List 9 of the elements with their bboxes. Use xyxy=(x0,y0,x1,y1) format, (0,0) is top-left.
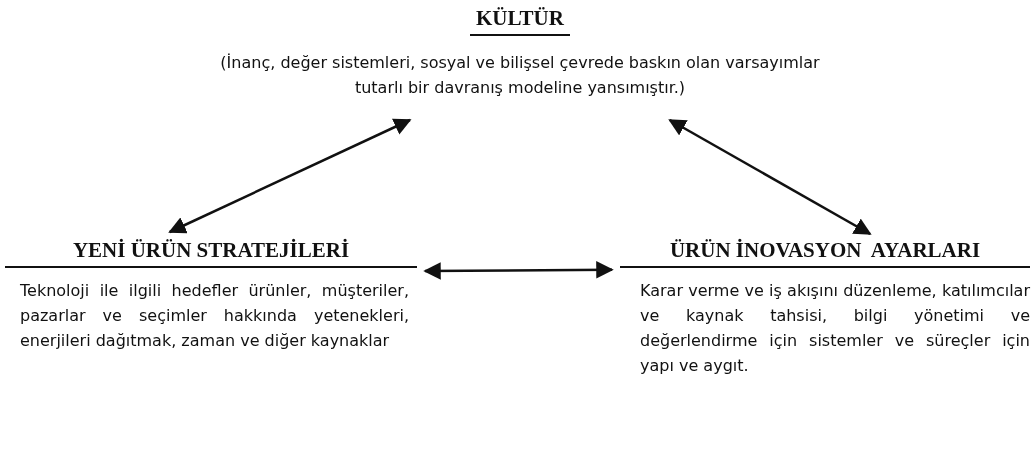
description-text: (İnanç, değer sistemleri, sosyal ve bilişsel çevrede baskın olan varsayımlar tutarlı bir davranış modeline yansımıştır.) xyxy=(219,52,821,99)
description-text: Karar verme ve iş akışını düzenleme, katılımcılar ve kaynak tahsisi, bilgi yönetimi ve değerlendirme için sistemler ve süreçler için yapı ve aygıt. xyxy=(639,280,1030,377)
heading: KÜLTÜR xyxy=(470,6,570,36)
double-arrow xyxy=(168,118,412,234)
description-text: Teknoloji ile ilgili hedefler ürünler, müşteriler, pazarlar ve seçimler hakkında yetenekleri, enerjileri dağıtmak, zaman ve diğer kaynaklar xyxy=(19,280,410,352)
double-arrow xyxy=(423,261,614,280)
heading: ÜRÜN İNOVASYON AYARLARI xyxy=(620,238,1030,268)
double-arrow xyxy=(668,118,872,236)
heading: YENİ ÜRÜN STRATEJİLERİ xyxy=(5,238,417,268)
